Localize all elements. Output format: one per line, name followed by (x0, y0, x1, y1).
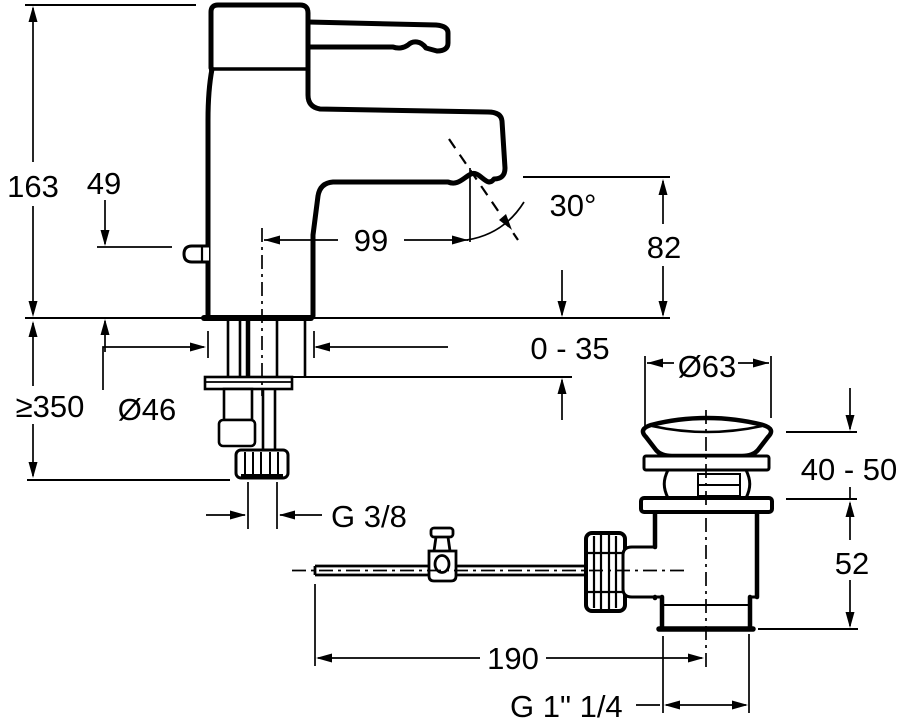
dim-waste-diameter: Ø63 (678, 349, 737, 384)
angle-arc (466, 201, 525, 241)
clamp-hole (433, 554, 451, 574)
dim-spout-reach: 99 (354, 223, 388, 258)
dim-total-height: 163 (7, 169, 59, 204)
faucet-body (182, 2, 508, 321)
dim-supply-thread: G 3/8 (331, 499, 407, 534)
dim-waste-thread: G 1" 1/4 (510, 689, 623, 720)
dim-outlet-height: 82 (647, 230, 681, 265)
handle-lever (305, 19, 451, 54)
dim-clamp-range: 40 - 50 (801, 452, 898, 487)
valve-underbody (222, 387, 254, 422)
body-left-edge (205, 66, 215, 319)
supply-tubes (226, 321, 307, 376)
angle-dashed-line (448, 138, 519, 241)
dim-knob-height: 49 (87, 166, 121, 201)
spout-outline (305, 66, 508, 319)
mounting-nut (234, 448, 290, 480)
dim-handle-angle: 30° (550, 188, 597, 223)
dim-deck-range: 0 - 35 (530, 331, 609, 366)
mounting-flange (203, 375, 294, 391)
waste-assembly (584, 415, 774, 632)
cartridge-cap (208, 2, 311, 71)
threaded-stud (261, 389, 277, 450)
hose-coupling (217, 418, 257, 448)
dim-base-diameter: Ø46 (118, 392, 177, 427)
dimension-labels: 163 49 99 30° 82 0 - 35 ≥350 Ø46 Ø63 40 … (7, 166, 897, 720)
dim-min-clearance: ≥350 (16, 389, 85, 424)
faucet-underdeck (203, 321, 307, 480)
rod-clamp (427, 526, 458, 583)
dim-rod-length: 190 (487, 641, 539, 676)
popup-control-knob (182, 244, 209, 264)
rod-inlet-boss (621, 545, 657, 599)
reference-lines (25, 4, 858, 630)
coupling-nut (584, 531, 627, 613)
centerlines (261, 138, 707, 668)
waste-body (652, 509, 760, 601)
dim-below-height: 52 (835, 546, 869, 581)
